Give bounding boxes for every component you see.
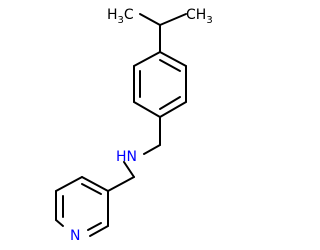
- bond-ch2-to-nh: [143, 144, 161, 155]
- benzene-ring: [133, 51, 187, 118]
- bond-ch-to-methyl-left: [139, 13, 161, 26]
- bond-nh-to-ch2: [123, 161, 135, 178]
- benzene-bond-4: [133, 101, 161, 118]
- benzene-double-bond-2: [159, 96, 181, 110]
- bond-ch-to-methyl-right: [159, 13, 187, 26]
- amine-chain: [107, 116, 161, 192]
- pyridine-bond-1: [81, 176, 109, 192]
- molecule-structure: H3C CH3 HN N: [55, 7, 213, 244]
- benzene-double-bond-1: [159, 59, 181, 72]
- benzene-bond-1: [159, 51, 187, 67]
- pyridine-double-bond-3: [87, 222, 102, 231]
- pyridine-bond-5: [89, 225, 109, 237]
- methyl-right-label: CH3: [186, 7, 213, 26]
- pyridine-bond-2: [55, 176, 83, 192]
- pyridine-nitrogen-label: N: [70, 228, 80, 244]
- pyridine-ring: [55, 176, 109, 237]
- pyridine-double-bond-1: [81, 183, 102, 195]
- structure-canvas: H3C CH3 HN N: [55, 7, 213, 244]
- pyridine-bond-4: [55, 219, 64, 227]
- benzene-bond-3: [159, 101, 187, 118]
- isopropyl-group: [139, 13, 187, 53]
- benzene-bond-6: [133, 51, 161, 67]
- methyl-left-label: H3C: [107, 7, 134, 26]
- bond-ch2-to-pyridine: [107, 176, 135, 192]
- amine-nh-label: HN: [116, 149, 137, 165]
